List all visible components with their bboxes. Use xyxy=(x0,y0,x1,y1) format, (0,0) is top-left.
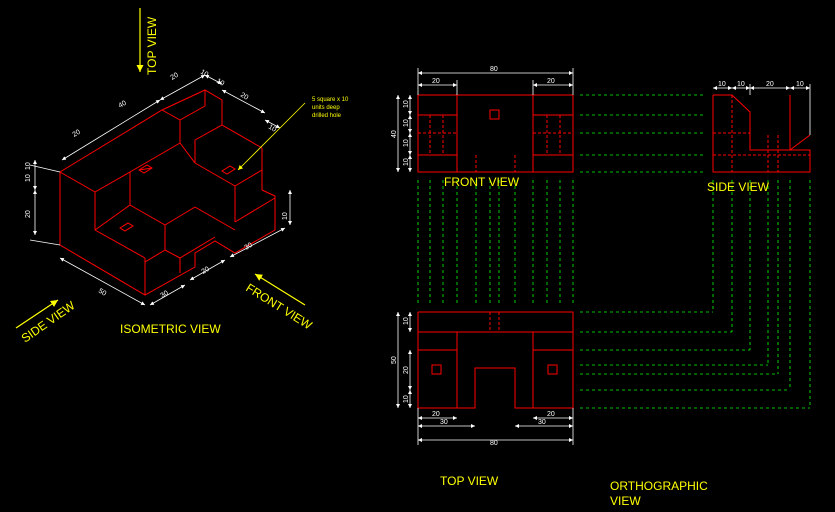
isometric-dimensions xyxy=(29,74,292,306)
side-dim-b: 10 xyxy=(737,81,745,88)
iso-dim-10c: 10 xyxy=(267,124,277,134)
orthographic-label-line2: VIEW xyxy=(610,494,641,508)
view-arrows xyxy=(15,8,306,329)
iso-dim-10f: 10 xyxy=(282,212,289,220)
top-dim-v10: 10 xyxy=(403,317,410,325)
iso-dim-30b: 30 xyxy=(244,242,254,252)
iso-dim-20d: 20 xyxy=(25,210,32,218)
front-view-dimensions xyxy=(396,68,574,172)
iso-dim-20b: 20 xyxy=(170,72,180,82)
front-view-object xyxy=(417,94,574,173)
hole-note-line1: 5 square x 10 xyxy=(312,97,349,103)
hole-note-line3: drilled hole xyxy=(312,113,342,119)
side-dim-d: 10 xyxy=(796,81,804,88)
top-dim-h30a: 30 xyxy=(440,419,448,426)
iso-dim-50: 50 xyxy=(97,288,107,298)
iso-dim-30a: 30 xyxy=(160,290,170,300)
side-dim-a: 10 xyxy=(718,81,726,88)
iso-dim-10a: 10 xyxy=(199,69,209,79)
top-view-arrow-label: TOP VIEW xyxy=(145,16,159,75)
top-dim-v50: 50 xyxy=(391,356,398,364)
iso-dim-40: 40 xyxy=(118,100,128,110)
top-view-object xyxy=(417,311,574,409)
front-dim-v10b: 10 xyxy=(403,119,410,127)
side-view-dimensions xyxy=(713,84,811,135)
top-dim-h30b: 30 xyxy=(538,419,546,426)
front-dim-height: 40 xyxy=(391,130,398,138)
top-view-dimensions xyxy=(396,312,574,445)
front-dim-left: 20 xyxy=(432,78,440,85)
top-dim-h20b: 20 xyxy=(547,411,555,418)
isometric-view-label: ISOMETRIC VIEW xyxy=(120,322,221,336)
iso-dim-20c: 20 xyxy=(239,92,249,102)
iso-dim-10e: 10 xyxy=(25,174,32,182)
front-dim-v10a: 10 xyxy=(403,100,410,108)
front-dim-width: 80 xyxy=(490,66,498,73)
top-view-label: TOP VIEW xyxy=(440,474,499,488)
top-dim-h20a: 20 xyxy=(432,411,440,418)
isometric-object xyxy=(59,89,276,296)
orthographic-label-line1: ORTHOGRAPHIC xyxy=(610,479,708,493)
hole-note-line2: units deep xyxy=(312,105,340,111)
iso-dim-20a: 20 xyxy=(72,129,82,139)
top-dim-v20: 20 xyxy=(403,366,410,374)
side-view-object xyxy=(712,94,811,173)
top-dim-v10b: 10 xyxy=(403,395,410,403)
front-dim-v10d: 10 xyxy=(403,158,410,166)
side-dim-c: 20 xyxy=(766,81,774,88)
front-dim-right: 20 xyxy=(547,78,555,85)
side-view-arrow-label: SIDE VIEW xyxy=(19,298,78,345)
iso-dim-10d: 10 xyxy=(25,162,32,170)
top-dim-width: 80 xyxy=(490,440,498,447)
side-view-label: SIDE VIEW xyxy=(707,180,770,194)
iso-dim-10b: 10 xyxy=(215,78,225,88)
front-view-label: FRONT VIEW xyxy=(444,175,520,189)
note-leader xyxy=(237,102,306,171)
projection-lines xyxy=(417,94,811,409)
iso-dim-20e: 20 xyxy=(201,266,211,276)
front-dim-v10c: 10 xyxy=(403,139,410,147)
